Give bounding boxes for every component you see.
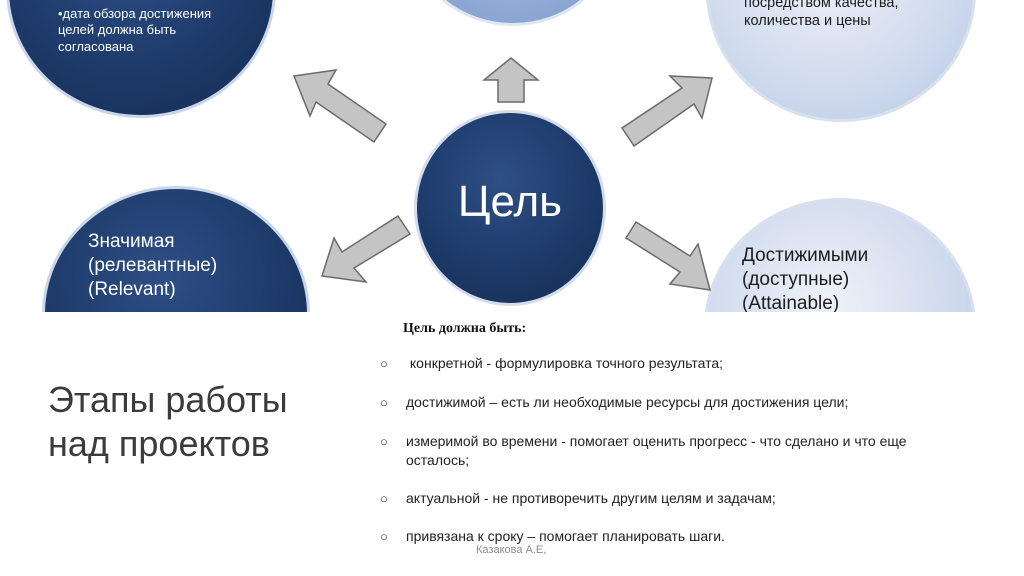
list-item: ○ достижимой – есть ли необходимые ресур…	[380, 393, 980, 412]
list-item-text: привязана к сроку – помогает планировать…	[406, 528, 725, 544]
circle-goal-center	[414, 110, 606, 306]
circle-attainable-text: Достижимыми (доступные) (Attainable)	[742, 245, 869, 312]
bullet-circle-icon: ○	[380, 491, 388, 506]
circle-relevant-text: Значимая (релевантные) (Relevant)	[88, 231, 218, 300]
circle-specific	[412, 0, 614, 26]
requirements-list: ○ конкретной - формулировка точного резу…	[380, 354, 980, 546]
arrow-upright-icon	[620, 75, 713, 148]
list-heading: Цель должна быть:	[403, 321, 527, 336]
arrow-up-icon	[481, 57, 541, 103]
list-item: ○ конкретной - формулировка точного резу…	[380, 354, 980, 373]
list-item: ○ актуальной - не противоречить другим ц…	[380, 489, 980, 508]
circle-measurable-text: посредством качества, количества и цены	[744, 0, 899, 30]
arrow-downleft-icon	[321, 214, 412, 284]
arrow-upleft-icon	[292, 69, 388, 144]
list-item: ○ привязана к сроку – помогает планирова…	[380, 527, 980, 546]
bullet-circle-icon: ○	[380, 529, 388, 544]
circle-time-bound-text: •дата обзора достижения целей должна быт…	[58, 6, 212, 54]
bullet-circle-icon: ○	[380, 395, 388, 410]
slide-title: Этапы работы над проектов	[48, 379, 288, 464]
arrow-downright-icon	[624, 220, 712, 291]
list-item-text: измеримой во времени - помогает оценить …	[406, 433, 907, 468]
list-item-text: конкретной - формулировка точного резуль…	[406, 355, 724, 371]
smart-goal-diagram: •дата обзора достижения целей должна быт…	[6, 0, 976, 312]
center-goal-label: Цель	[457, 177, 563, 226]
bullet-circle-icon: ○	[380, 434, 388, 449]
author-footer: Казакова А.Е,	[476, 544, 547, 556]
list-item: ○ измеримой во времени - помогает оценит…	[380, 432, 972, 470]
list-item-text: актуальной - не противоречить другим цел…	[406, 490, 776, 506]
list-item-text: достижимой – есть ли необходимые ресурсы…	[406, 394, 849, 410]
bullet-circle-icon: ○	[380, 356, 388, 371]
